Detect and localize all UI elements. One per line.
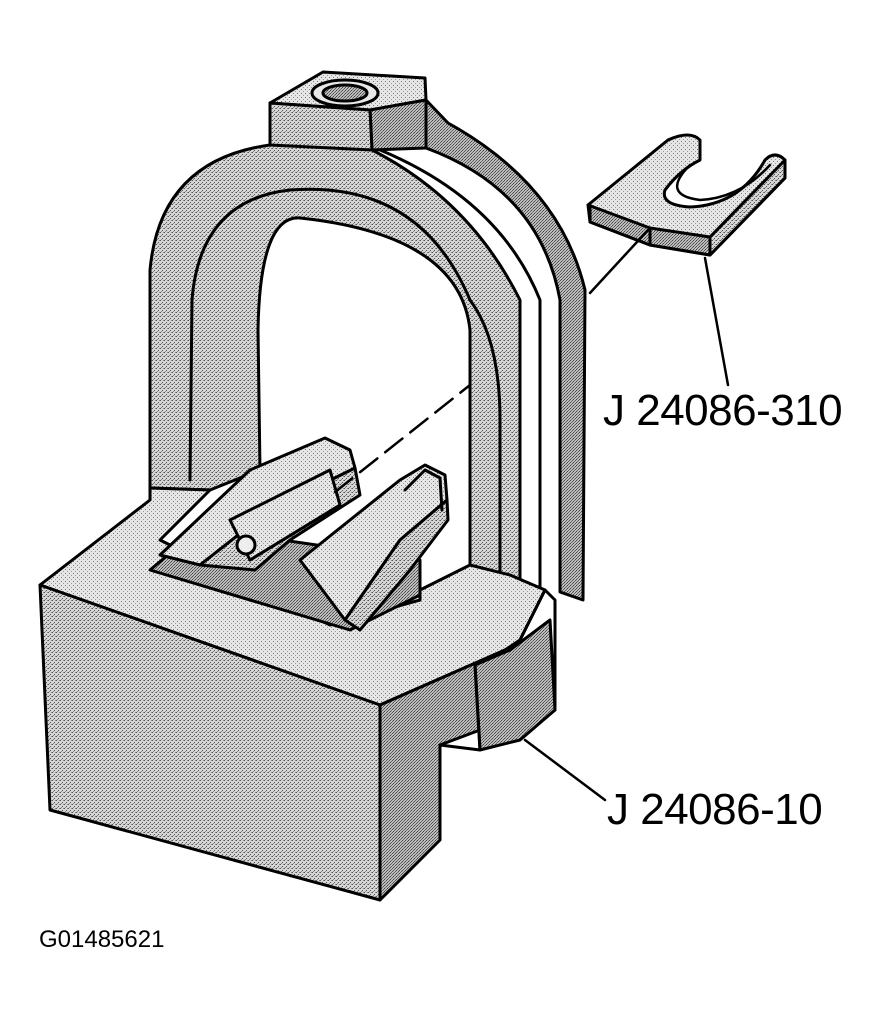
adapter-plate-part: [586, 133, 787, 257]
leader-line-press-frame: [523, 738, 607, 802]
callout-adapter-plate: J 24086-310: [603, 386, 843, 435]
figure-id: G01485621: [39, 926, 165, 953]
leader-line-adapter-plate-callout: [703, 256, 730, 387]
vise-jaw-assembly: [148, 436, 450, 632]
press-frame-yoke: [148, 70, 587, 602]
press-base-block: [38, 486, 557, 902]
callout-press-frame: J 24086-10: [607, 785, 823, 834]
alignment-dash-line: [333, 383, 472, 494]
leader-line-adapter-plate: [588, 228, 650, 295]
